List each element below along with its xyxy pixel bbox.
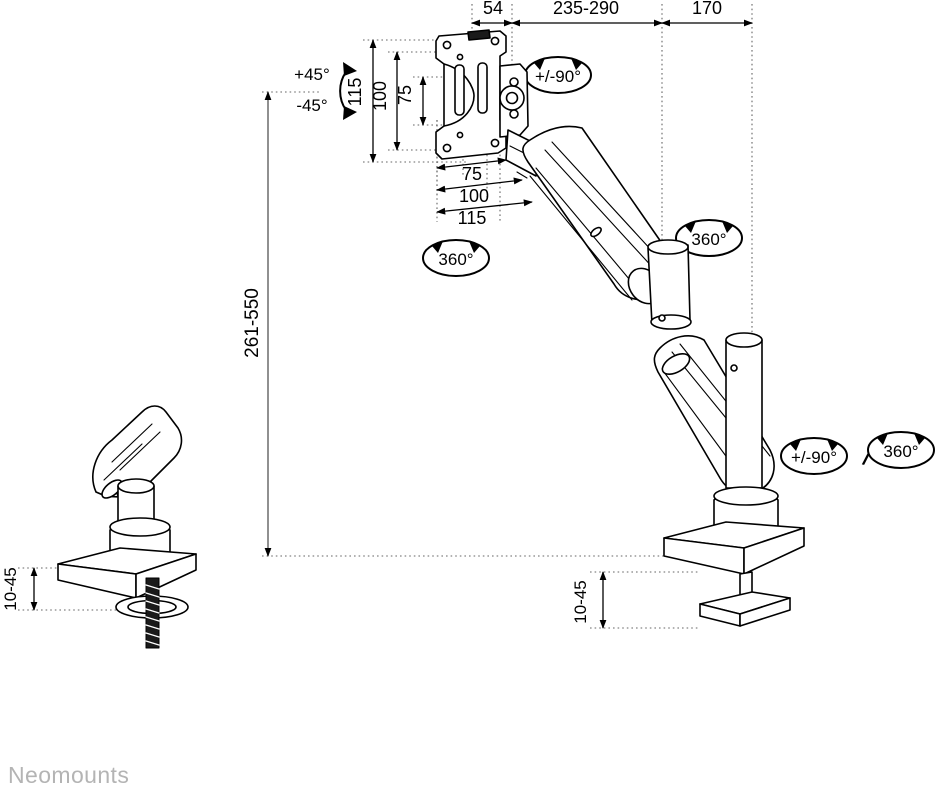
mid-pivot-collar [516, 171, 692, 330]
dimension-label-depth-54: 54 [483, 0, 503, 18]
dimension-label-height-261-550: 261-550 [242, 288, 263, 358]
tilt-label-down: -45° [296, 96, 327, 115]
grommet-mount-illustration [57, 405, 197, 649]
dimension-label-reach-170: 170 [692, 0, 722, 18]
vesa-label-v-100: 100 [370, 81, 390, 111]
rotation-indicator-arm: 360° [675, 219, 743, 257]
vesa-label-v-115: 115 [345, 78, 365, 107]
vesa-label-v-75: 75 [395, 85, 415, 105]
tilt-angle-arc [339, 71, 347, 111]
vesa-label-h-75: 75 [462, 164, 482, 184]
rotation-label-head: +/-90° [535, 67, 581, 86]
rotation-label-base-rotate: 360° [883, 442, 918, 461]
rotation-indicator-base-rotate: 360° [867, 431, 935, 469]
rotation-indicator-head: +/-90° [524, 56, 592, 94]
dimension-label-reach-235-290: 235-290 [553, 0, 619, 18]
rotation-label-vesa: 360° [438, 250, 473, 269]
monitor-mount-illustration [435, 29, 805, 627]
tilt-label-up: +45° [294, 65, 330, 84]
vesa-label-h-115: 115 [458, 208, 487, 228]
vesa-vertical-dimensions [369, 39, 427, 163]
vesa-label-h-100: 100 [459, 186, 489, 206]
dimension-label-clamp-right-10-45: 10-45 [571, 580, 590, 623]
rotation-label-base-swivel: +/-90° [791, 448, 837, 467]
vesa-horizontal-dimensions [436, 157, 533, 215]
tilt-arrowheads [343, 62, 357, 120]
rotation-indicator-base-swivel: +/-90° [780, 437, 848, 475]
dimension-label-clamp-left-10-45: 10-45 [1, 567, 20, 610]
grommet-bolt [145, 577, 160, 649]
rotation-indicator-vesa: 360° [422, 239, 490, 277]
grommet-desk-plate [57, 547, 197, 599]
vesa-plate [435, 29, 507, 160]
desk-clamp-assembly [663, 332, 805, 627]
rotation-label-arm: 360° [691, 230, 726, 249]
clamp-thickness-dimensions [30, 567, 607, 629]
brand-watermark: Neomounts [8, 762, 130, 788]
